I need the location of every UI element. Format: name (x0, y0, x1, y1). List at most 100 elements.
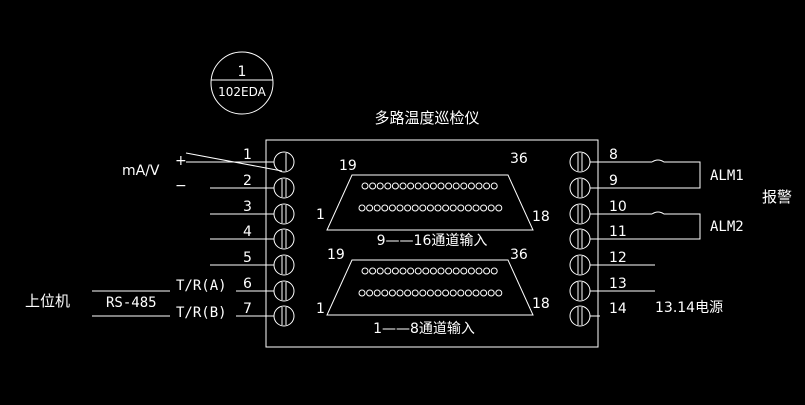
connector-pin (366, 204, 374, 212)
screw-terminal-icon (273, 254, 295, 276)
connector-pin (434, 289, 442, 297)
connector-pin (407, 182, 415, 190)
conn-bot-pin-bottom-right: 18 (532, 296, 550, 312)
connector-pin (464, 204, 472, 212)
db37-connector-outline (326, 174, 534, 231)
connector-pin (426, 204, 434, 212)
screw-terminal-icon (569, 151, 591, 173)
left-terminal-number: 7 (243, 301, 252, 317)
connector-pin (384, 182, 392, 190)
rs485-label: RS-485 (106, 295, 157, 311)
left-terminal-number: 6 (243, 276, 252, 292)
right-terminal-number: 13 (609, 276, 627, 292)
connector-pin (396, 204, 404, 212)
alm2-loop (600, 211, 701, 240)
screw-terminal-icon (569, 228, 591, 250)
connector-pin (376, 182, 384, 190)
screw-terminal-icon (273, 280, 295, 302)
diagram-title: 多路温度巡检仪 (374, 109, 479, 127)
connector-ch1-8 (326, 259, 534, 316)
connector-pin (460, 182, 468, 190)
screw-terminal-icon (569, 177, 591, 199)
connector-pin (472, 289, 480, 297)
connector-pin (366, 289, 374, 297)
connector-pin (391, 267, 399, 275)
connector-pin (449, 289, 457, 297)
connector-pin (426, 289, 434, 297)
connector-pin (445, 267, 453, 275)
left-terminal-number: 1 (243, 147, 252, 163)
right-terminal-number: 11 (609, 224, 627, 240)
connector-pin (376, 267, 384, 275)
conn-top-pin-top-right: 36 (510, 151, 528, 167)
connector-pin (381, 289, 389, 297)
connector-pin (452, 182, 460, 190)
connector-pin (490, 267, 498, 275)
screw-terminal-icon (569, 203, 591, 225)
connector-pin (442, 204, 450, 212)
connector-pin (457, 289, 465, 297)
right-terminal-number: 12 (609, 250, 627, 266)
connector-pin (422, 182, 430, 190)
connector-pin (457, 204, 465, 212)
power-label: 13.14电源 (655, 300, 723, 316)
connector-pin (404, 289, 412, 297)
connector-pin (467, 182, 475, 190)
connector-pin (414, 182, 422, 190)
connector-pin (445, 182, 453, 190)
connector-pin (381, 204, 389, 212)
connector-pin (487, 289, 495, 297)
connector-pin (437, 182, 445, 190)
conn-top-pin-bottom-right: 18 (532, 209, 550, 225)
connector-pin (373, 289, 381, 297)
connector-pin (407, 267, 415, 275)
alarm-label: 报警 (762, 188, 792, 206)
connector-pin (480, 289, 488, 297)
badge: 1 102EDA (210, 51, 274, 115)
connector-pin (369, 182, 377, 190)
connector-pin (414, 267, 422, 275)
connector-pin (411, 289, 419, 297)
connector-pin (419, 204, 427, 212)
connector-pin (480, 204, 488, 212)
tr-b-label: T/R(B) (176, 305, 227, 321)
conn-bot-pin-top-left: 19 (327, 247, 345, 263)
screw-terminal-icon (569, 280, 591, 302)
connector-pin (399, 182, 407, 190)
tr-a-label: T/R(A) (176, 278, 227, 294)
connector-bottom-caption: 1——8通道输入 (373, 321, 475, 337)
connector-pin (460, 267, 468, 275)
connector-pin (419, 289, 427, 297)
alm2-label: ALM2 (710, 219, 744, 235)
connector-pin (399, 267, 407, 275)
screw-terminal-icon (273, 203, 295, 225)
left-terminal-number: 5 (243, 250, 252, 266)
connector-pin (369, 267, 377, 275)
connector-pin (373, 204, 381, 212)
screw-terminal-icon (569, 254, 591, 276)
connector-pin (495, 289, 503, 297)
input-plus-sign: + (175, 153, 187, 169)
connector-pin (449, 204, 457, 212)
input-minus-sign: − (175, 178, 187, 194)
connector-pin (404, 204, 412, 212)
host-label: 上位机 (25, 292, 70, 310)
right-terminal-number: 8 (609, 147, 618, 163)
connector-pin (396, 289, 404, 297)
alm1-loop (600, 159, 701, 189)
connector-pin (358, 204, 366, 212)
connector-pin (391, 182, 399, 190)
connector-pin (429, 267, 437, 275)
left-terminal-number: 4 (243, 224, 252, 240)
badge-code: 102EDA (218, 85, 267, 99)
connector-pin (464, 289, 472, 297)
connector-pin (434, 204, 442, 212)
conn-top-pin-bottom-left: 1 (316, 207, 325, 223)
connector-pin (483, 267, 491, 275)
connector-pin (361, 182, 369, 190)
connector-pin (475, 182, 483, 190)
connector-pin (388, 289, 396, 297)
connector-pin (452, 267, 460, 275)
